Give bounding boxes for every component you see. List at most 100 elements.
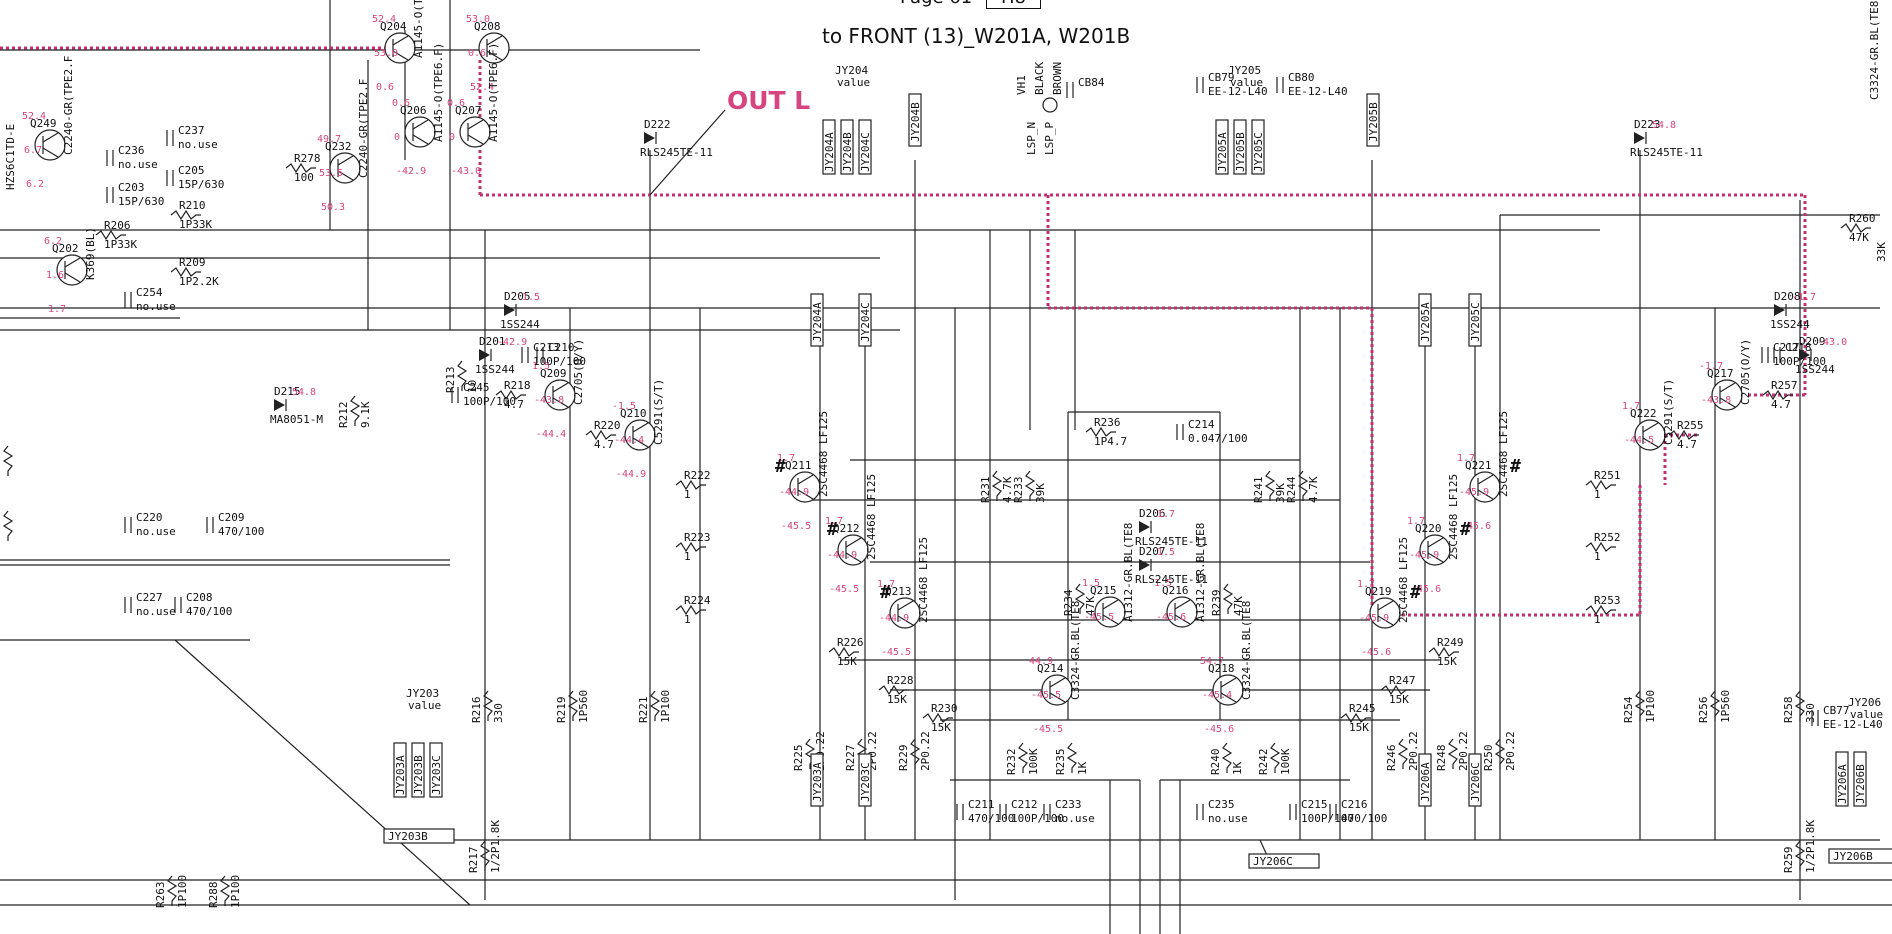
connector-box <box>1418 293 1432 347</box>
diode-part: RLS245TE-11 <box>1135 535 1208 548</box>
resistor-symbol <box>1447 738 1459 769</box>
resistor-symbol <box>1269 742 1281 773</box>
resistor-symbol <box>1017 742 1029 773</box>
jumper-pin-label: JY203C <box>430 755 443 795</box>
resistor-ref: R242 <box>1257 749 1270 776</box>
transistor-collector <box>412 119 429 130</box>
resistor-ref: R239 <box>1210 590 1223 617</box>
transistor-collector <box>552 382 569 393</box>
voltage-reading: 49.7 <box>317 134 341 145</box>
capacitor-value: 470/100 <box>186 605 232 618</box>
voltage-reading: 0.6 <box>392 98 410 109</box>
jumper-pin-label: JY205C <box>1252 132 1265 172</box>
transistor-collector <box>897 600 914 611</box>
connector-label: JY204B <box>909 102 922 142</box>
output-net-highlight <box>0 46 1807 617</box>
resistor-value: 10 <box>466 380 479 393</box>
capacitor-ref: C210 <box>548 341 575 354</box>
transistor-ref: Q209 <box>540 367 567 380</box>
transistor-emitter <box>64 272 81 283</box>
voltage-reading: -44.5 <box>1624 435 1654 446</box>
resistor-symbol <box>1762 389 1793 401</box>
connector-label: JY204A <box>811 302 824 342</box>
transistor-part: A1312-GR.BL(TE8 <box>1122 523 1135 622</box>
transistor-ref: Q212 <box>833 522 860 535</box>
diode-ref: D201 <box>479 335 506 348</box>
transistor-part: C2705(O/Y) <box>572 339 585 405</box>
hash-mark: # <box>1510 456 1521 477</box>
capacitor-ref: C245 <box>463 381 490 394</box>
transistor-emitter <box>632 437 649 448</box>
resistor-ref: R256 <box>1697 697 1710 724</box>
capacitor-value: 15P/630 <box>118 195 164 208</box>
jumper-pin-label: JY205A <box>1216 132 1229 172</box>
diode-triangle <box>1634 132 1645 144</box>
voltage-reading: -43.0 <box>451 166 481 177</box>
capacitor-ref: C212 <box>1011 798 1038 811</box>
out-l-pointer <box>649 109 726 196</box>
connector-label: JY203B <box>388 830 428 843</box>
resistor-value: 1 <box>684 613 691 626</box>
jumper-pin-tag <box>1215 119 1229 175</box>
speaker-label: VH1 <box>1015 75 1028 95</box>
voltage-reading: 0 <box>394 132 400 143</box>
transistor-emitter <box>1719 397 1736 408</box>
resistor-ref: R263 <box>154 882 167 909</box>
diode-ref: D206 <box>1139 507 1166 520</box>
transistor-part: 2SC4468 LF125 <box>917 537 930 623</box>
resistor-symbol <box>922 712 953 724</box>
capacitor-ref: CB77 <box>1823 704 1850 717</box>
resistor-value: 1/2P1.8K <box>1804 820 1817 873</box>
resistor-value: 1P2.2K <box>179 275 219 288</box>
connector-label: JY205B <box>1367 102 1380 142</box>
connector-tag: JY205C <box>1468 293 1482 347</box>
diode-triangle <box>1774 304 1785 316</box>
transistor-ref: Q249 <box>30 117 57 130</box>
resistor-symbol <box>2 510 14 541</box>
diode-triangle <box>1139 559 1150 571</box>
voltage-reading: 52.4 <box>372 14 396 25</box>
transistor-ref: Q202 <box>52 242 79 255</box>
capacitor-value: no.use <box>118 158 158 171</box>
capacitor-ref: C218 <box>1785 341 1812 354</box>
transistor-collector <box>1049 677 1066 688</box>
transistor-emitter <box>392 50 409 61</box>
hash-mark: # <box>1460 519 1471 540</box>
resistor-ref: R245 <box>1349 702 1376 715</box>
voltage-reading: -45.5 <box>881 647 911 658</box>
resistor-ref: R222 <box>684 469 711 482</box>
resistor: R207 <box>0 445 14 478</box>
transistor-collector <box>337 155 354 166</box>
speaker-label: LSP_N <box>1025 122 1038 155</box>
diode-part: 1SS244 <box>1770 318 1810 331</box>
jumper-pin-tag <box>1835 751 1849 807</box>
voltage-reading: 50.3 <box>321 202 345 213</box>
diode-part: RLS245TE-11 <box>1630 146 1703 159</box>
capacitor-ref: CB84 <box>1078 76 1105 89</box>
voltage-reading: -45.9 <box>1459 487 1489 498</box>
voltage-reading: 1.5 <box>1157 547 1175 558</box>
capacitor-ref: C208 <box>186 591 213 604</box>
resistor-symbol <box>567 690 579 721</box>
transistor-emitter <box>845 552 862 563</box>
capacitor-ref: C214 <box>1188 418 1215 431</box>
